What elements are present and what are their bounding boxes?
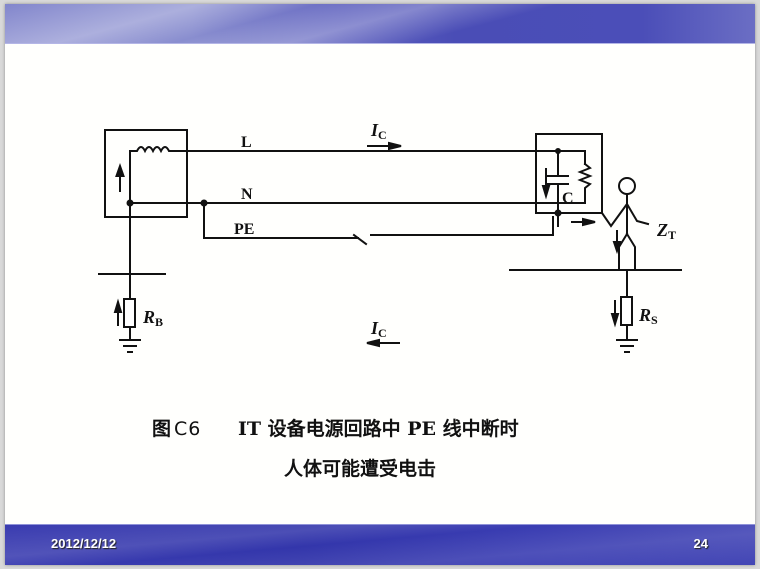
junction-dot (554, 209, 562, 217)
person-arms (600, 202, 650, 228)
page-number: 24 (693, 536, 708, 551)
label-PE: PE (234, 221, 254, 238)
label-body-impedance: ZT (656, 220, 676, 242)
arrow-right-icon (388, 141, 402, 151)
arrow-up-icon (113, 298, 123, 313)
figure-prefix: 图 (152, 418, 172, 440)
it-system-circuit-diagram: L N PE IC IC C ZT RB RS (98, 120, 682, 353)
source-transformer-box (104, 129, 188, 218)
caption-title: IT 设备电源回路中 PE 线中断时 (238, 418, 519, 440)
junction-dot (555, 148, 561, 154)
resistor-RS-icon (620, 296, 633, 326)
pe-conductor-left (203, 202, 359, 239)
person-legs (618, 232, 636, 271)
junction-dot (126, 199, 134, 207)
pe-break-icon (352, 233, 368, 246)
transformer-winding-icon (129, 146, 174, 204)
arrow-down-icon (541, 185, 551, 200)
label-L: L (241, 134, 252, 151)
leakage-resistance-icon (577, 162, 593, 204)
label-current-bottom: IC (370, 318, 387, 340)
junction-dot (200, 199, 208, 207)
equipment-enclosure-box (535, 133, 603, 214)
label-N: N (241, 186, 253, 203)
caption-line-2: 人体可能遭受电击 (284, 458, 437, 480)
arrow-down-icon (610, 313, 620, 328)
arrow-right-icon (582, 217, 596, 227)
label-capacitance: C (562, 190, 574, 207)
footer-date: 2012/12/12 (51, 536, 117, 551)
pe-conductor-right (370, 225, 554, 236)
label-RB: RB (142, 307, 163, 329)
arrow-down-icon (612, 241, 622, 255)
label-RS: RS (638, 305, 658, 327)
person-head-icon (618, 177, 636, 195)
arrow-left-icon (366, 338, 380, 348)
footer-band: 2012/12/12 24 (5, 524, 755, 565)
figure-number: C6 (174, 418, 202, 440)
label-current-top: IC (370, 120, 387, 142)
header-band (5, 4, 755, 44)
arrow-up-icon (115, 162, 125, 177)
resistor-RB-icon (123, 298, 136, 328)
